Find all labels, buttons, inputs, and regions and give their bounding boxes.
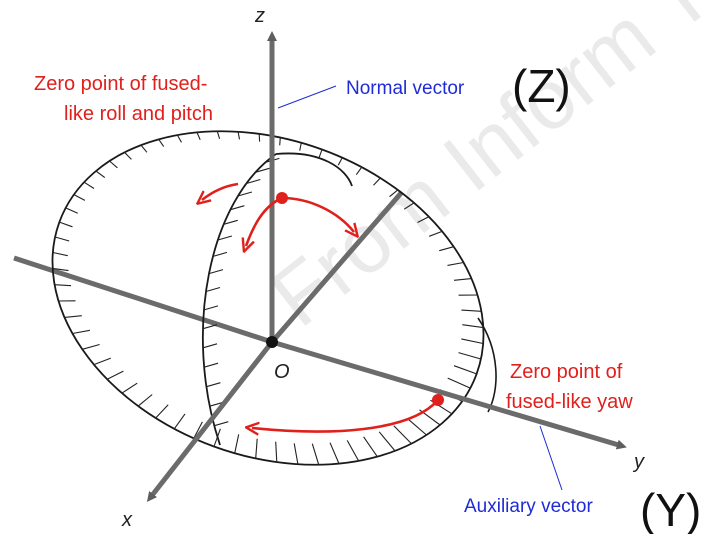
auxiliary-vector-label: Auxiliary vector xyxy=(464,496,593,517)
hatch-mark xyxy=(448,263,464,266)
hatch-mark xyxy=(94,358,111,365)
hatch-mark xyxy=(65,316,82,318)
hatch-mark xyxy=(461,310,481,311)
hatch-mark xyxy=(141,145,147,152)
hatch-mark xyxy=(256,439,258,459)
normal-vector-leader xyxy=(278,86,336,108)
hatch-mark xyxy=(454,279,472,281)
hatch-mark xyxy=(454,366,477,374)
hatch-mark xyxy=(461,339,483,344)
hatch-mark xyxy=(338,158,342,166)
hatch-mark xyxy=(174,414,185,429)
hatch-mark xyxy=(209,270,223,274)
z-big-label: (Z) xyxy=(512,60,571,112)
hatch-mark xyxy=(197,132,200,139)
zero-roll-pitch-label-line2: like roll and pitch xyxy=(64,103,213,125)
watermark-text: From Inform Tec xyxy=(253,0,712,344)
hatch-mark xyxy=(204,363,218,367)
hatch-mark xyxy=(204,306,218,310)
hatch-mark xyxy=(300,143,302,151)
hatch-mark xyxy=(439,247,454,251)
hatch-mark xyxy=(312,444,318,465)
hatch-mark xyxy=(213,252,227,256)
hatch-mark xyxy=(330,443,339,464)
hatch-mark xyxy=(462,325,483,328)
hatch-mark xyxy=(125,152,132,159)
hatch-mark xyxy=(394,426,412,444)
zero-roll-pitch-label-line1: Zero point of fused- xyxy=(34,73,207,95)
hatch-mark xyxy=(73,330,90,333)
roll-arrow-left xyxy=(202,184,238,200)
zero-yaw-label-line2: fused-like yaw xyxy=(506,391,633,413)
hatch-mark xyxy=(53,253,68,256)
hatch-mark xyxy=(66,208,78,213)
hatch-mark xyxy=(159,139,164,146)
hatch-mark xyxy=(459,353,481,359)
hatch-mark xyxy=(407,418,426,435)
hatch-mark xyxy=(294,443,298,464)
hatch-mark xyxy=(55,285,72,286)
hatch-mark xyxy=(84,182,94,188)
y-big-label: (Y) xyxy=(640,484,701,534)
hatch-mark xyxy=(55,237,69,241)
hatch-mark xyxy=(448,378,471,388)
x-axis-label: x xyxy=(121,509,133,531)
hatch-mark xyxy=(156,405,169,418)
zero-yaw-point xyxy=(432,394,444,406)
hatch-mark xyxy=(238,132,239,140)
zero-roll-pitch-point xyxy=(276,192,288,204)
hatch-mark xyxy=(214,422,228,426)
origin-label: O xyxy=(274,361,290,383)
hatch-mark xyxy=(177,135,181,142)
hatch-mark xyxy=(74,195,85,201)
hatch-mark xyxy=(356,167,361,175)
hatch-mark xyxy=(203,344,217,348)
hatch-mark xyxy=(206,383,220,387)
hatch-mark xyxy=(319,150,322,158)
auxiliary-vector-leader xyxy=(540,426,562,490)
hatch-mark xyxy=(276,442,277,462)
hatch-mark xyxy=(218,236,232,240)
hatch-mark xyxy=(364,437,378,457)
hatch-mark xyxy=(203,325,217,329)
hatch-mark xyxy=(110,161,118,168)
hatch-mark xyxy=(107,371,123,379)
meridian-arc-back xyxy=(276,153,352,186)
hatch-mark xyxy=(206,288,220,292)
right-edge-lune xyxy=(478,318,496,412)
hatch-mark xyxy=(217,131,219,139)
zero-yaw-label-line1: Zero point of xyxy=(510,361,623,383)
meridian-arc xyxy=(203,154,276,445)
hatch-mark xyxy=(347,440,358,461)
normal-vector-label: Normal vector xyxy=(346,78,465,99)
hatch-mark xyxy=(122,383,137,393)
hatch-mark xyxy=(59,222,72,227)
y-axis-label: y xyxy=(632,451,645,473)
yaw-arrow xyxy=(252,400,438,432)
origin-point xyxy=(266,336,278,348)
hatch-mark xyxy=(235,434,239,453)
hatch-mark xyxy=(96,171,105,178)
hatch-mark xyxy=(82,345,99,350)
z-axis-label: z xyxy=(254,5,265,27)
hatch-mark xyxy=(379,432,395,451)
pitch-arrow-down xyxy=(246,198,282,246)
hatch-mark xyxy=(280,138,281,146)
hatch-mark xyxy=(138,395,152,407)
